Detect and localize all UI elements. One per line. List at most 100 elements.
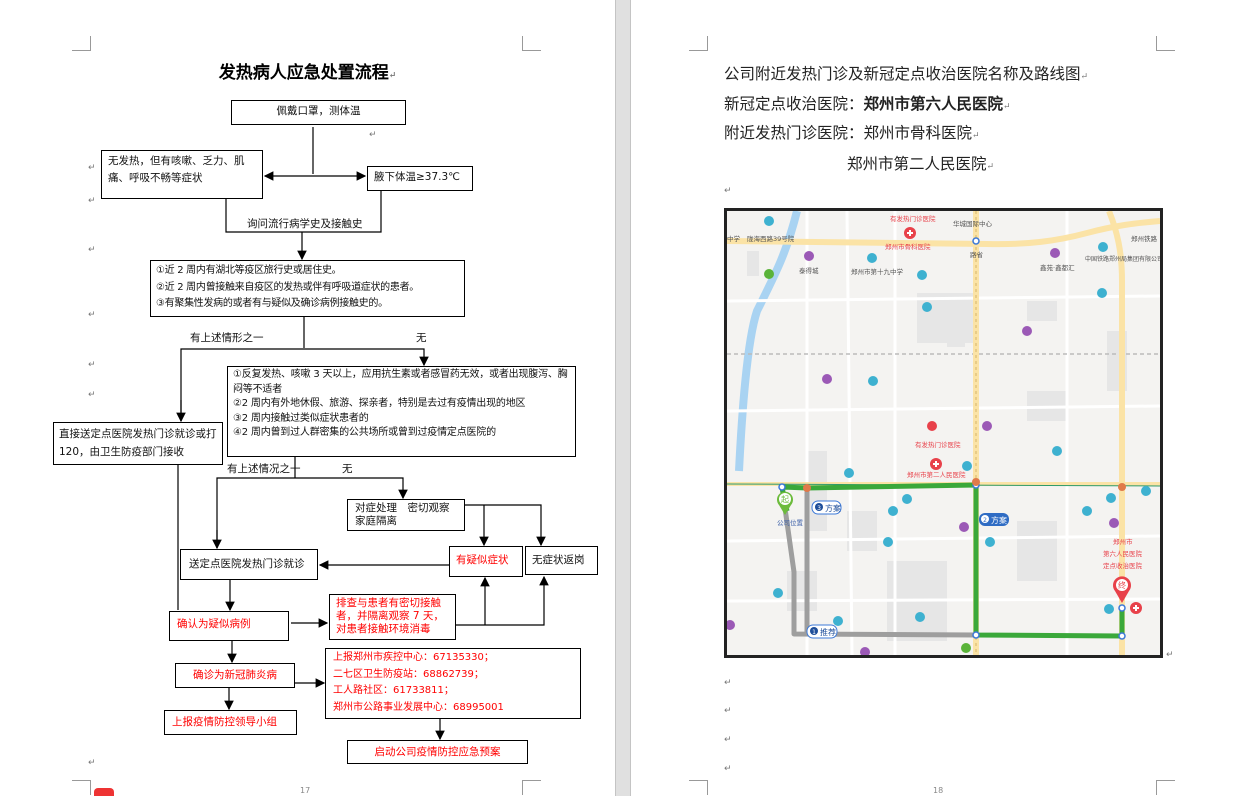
label-no-2: 无 (342, 463, 353, 475)
step-report-contacts: 上报郑州市疾控中心：67135330； 二七区卫生防疫站：68862739； 工… (325, 648, 581, 719)
map-label: 公司位置 (777, 518, 804, 527)
label-yes-2: 有上述情况之一 (227, 463, 301, 475)
svg-text:方案: 方案 (825, 503, 841, 513)
map-label: 郑州市第二人民医院 (907, 470, 966, 479)
paragraph-mark: ↵ (88, 196, 96, 206)
svg-text:方案: 方案 (991, 515, 1007, 525)
map-label: 路省 (970, 250, 984, 259)
end-marker[interactable]: 终 (1113, 576, 1131, 603)
fever-clinic-line-2: 郑州市第二人民医院↵ (847, 155, 995, 173)
criteria-item: ②2 周内有外地休假、旅游、探亲者，特别是去过有疫情出现的地区 (233, 398, 526, 409)
map-label: 有发热门诊医院 (915, 440, 961, 449)
step-start-plan: 启动公司疫情防控应急预案 (347, 740, 528, 764)
map-label: 鑫苑·鑫都汇 (1040, 263, 1075, 272)
step-fever: 腋下体温≥37.3℃ (367, 166, 473, 191)
route-3-tag[interactable]: 3 方案 (811, 500, 842, 515)
svg-text:2: 2 (983, 517, 987, 524)
hospital-icon (930, 458, 942, 470)
criteria-item: ①近 2 周内有湖北等疫区旅行史或居住史。 (156, 265, 342, 276)
hospital-icon (1130, 602, 1142, 614)
criteria-item: ②近 2 周内曾接触来自疫区的发热或伴有呼吸道症状的患者。 (156, 281, 419, 293)
crop-mark (689, 780, 708, 795)
page-number: 17 (300, 786, 311, 795)
map-label: 有发热门诊医院 (890, 214, 936, 223)
flowchart-connectors (176, 127, 549, 741)
svg-text:3: 3 (817, 505, 821, 512)
report-line: 郑州市公路事业发展中心：68995001 (333, 701, 504, 713)
criteria-item: ③2 周内接触过类似症状患者的 (233, 412, 369, 424)
map-label: 泰得城 (799, 266, 819, 275)
paragraph-mark: ↵ (1166, 650, 1174, 660)
svg-text:起: 起 (781, 495, 789, 504)
map-label: 华城国际中心 (953, 219, 993, 228)
step-mask-temperature: 佩戴口罩，测体温 (231, 100, 406, 125)
paragraph-mark: ↵ (88, 758, 96, 768)
crop-mark (689, 36, 708, 51)
criteria-item: ④2 周内曾到过人群密集的公共场所或曾到过疫情定点医院的 (233, 427, 496, 438)
report-line: 工人路社区：61733811； (333, 685, 454, 696)
map-label: 定点收治医院 (1103, 561, 1143, 570)
map-label: 中国铁路郑州局集团有限公司 (1085, 255, 1160, 263)
paragraph-mark: ↵ (724, 186, 732, 196)
step-suspect-symptoms: 有疑似症状 (449, 546, 523, 577)
svg-text:终: 终 (1118, 580, 1126, 590)
report-line: 上报郑州市疾控中心：67135330； (333, 652, 494, 663)
map-label: 陇海西路39号院 (747, 234, 795, 243)
page-number: 18 (933, 786, 944, 795)
step-direct-send: 直接送定点医院发热门诊就诊或打 120，由卫生防疫部门接收 (53, 422, 223, 465)
document-page-right: 公司附近发热门诊及新冠定点收治医院名称及路线图↵ 新冠定点收治医院：郑州市第六人… (630, 0, 1250, 796)
fever-clinic-line: 附近发热门诊医院：郑州市骨科医院↵ (724, 124, 980, 142)
step-send-clinic: 送定点医院发热门诊就诊 (180, 549, 318, 580)
map-heading: 公司附近发热门诊及新冠定点收治医院名称及路线图↵ (724, 65, 1089, 83)
crop-mark (72, 780, 91, 795)
paragraph-mark: ↵ (88, 360, 96, 370)
paragraph-mark: ↵ (88, 310, 96, 320)
designated-hospital-name: 郑州市第六人民医院 (863, 94, 1004, 113)
paragraph-mark: ↵ (369, 130, 377, 140)
crop-mark (72, 36, 91, 51)
hospital-icon (904, 227, 916, 239)
crop-mark (1156, 780, 1175, 795)
crop-mark (522, 780, 541, 795)
logo-fragment (94, 788, 114, 796)
paragraph-mark: ↵ (88, 245, 96, 255)
report-line: 二七区卫生防疫站：68862739； (333, 668, 484, 680)
paragraph-mark: ↵ (724, 764, 732, 774)
crop-mark (1156, 36, 1175, 51)
route-2-tag[interactable]: 2 方案 (979, 513, 1009, 526)
map-label: 郑州市第十九中学 (851, 267, 904, 276)
step-criteria-1: ①近 2 周内有湖北等疫区旅行史或居住史。 ②近 2 周内曾接触来自疫区的发热或… (150, 260, 465, 317)
step-report-group: 上报疫情防控领导小组 (164, 710, 297, 735)
map-label: 中学 (727, 234, 741, 243)
page-title: 发热病人应急处置流程↵ (218, 63, 397, 83)
criteria-item: ①反复发热、咳嗽 3 天以上，应用抗生素或者感冒药无效，或者出现腹泻、胸闷等不适… (233, 369, 568, 395)
criteria-item: ③有聚集性发病的或者有与疑似及确诊病例接触史的。 (156, 298, 388, 309)
step-trace-contacts: 排查与患者有密切接触者，并隔离观察 7 天，对患者接触环境消毒 (329, 594, 456, 640)
step-no-symptoms: 无症状返岗 (525, 546, 598, 575)
label-ask-history: 询问流行病学史及接触史 (247, 218, 363, 230)
map-label: 郑州铁路 (1131, 234, 1158, 243)
step-no-fever: 无发热，但有咳嗽、乏力、肌痛、呼吸不畅等症状 (101, 150, 263, 199)
step-criteria-2: ①反复发热、咳嗽 3 天以上，应用抗生素或者感冒药无效，或者出现腹泻、胸闷等不适… (227, 366, 576, 457)
map-label: 郑州市 (1113, 537, 1133, 546)
map-label: 郑州市骨科医院 (885, 242, 931, 251)
crop-mark (522, 36, 541, 51)
poi-icons (727, 216, 1151, 655)
paragraph-mark: ↵ (724, 706, 732, 716)
start-marker[interactable]: 起 (777, 491, 793, 515)
svg-text:1: 1 (812, 629, 816, 636)
step-confirmed: 确诊为新冠肺炎病 (175, 663, 295, 688)
label-no-1: 无 (416, 332, 427, 344)
designated-hospital-line: 新冠定点收治医院：郑州市第六人民医院↵ (724, 94, 1011, 113)
paragraph-mark: ↵ (724, 735, 732, 745)
paragraph-mark: ↵ (724, 678, 732, 688)
label-yes-1: 有上述情形之一 (190, 332, 264, 344)
route-1-line (779, 486, 977, 638)
step-observe: 对症处理 密切观察家庭隔离 (347, 499, 465, 531)
paragraph-mark: ↵ (88, 390, 96, 400)
paragraph-mark: ↵ (88, 163, 96, 173)
document-page-left: 发热病人应急处置流程↵ 佩戴口罩 (0, 0, 616, 796)
